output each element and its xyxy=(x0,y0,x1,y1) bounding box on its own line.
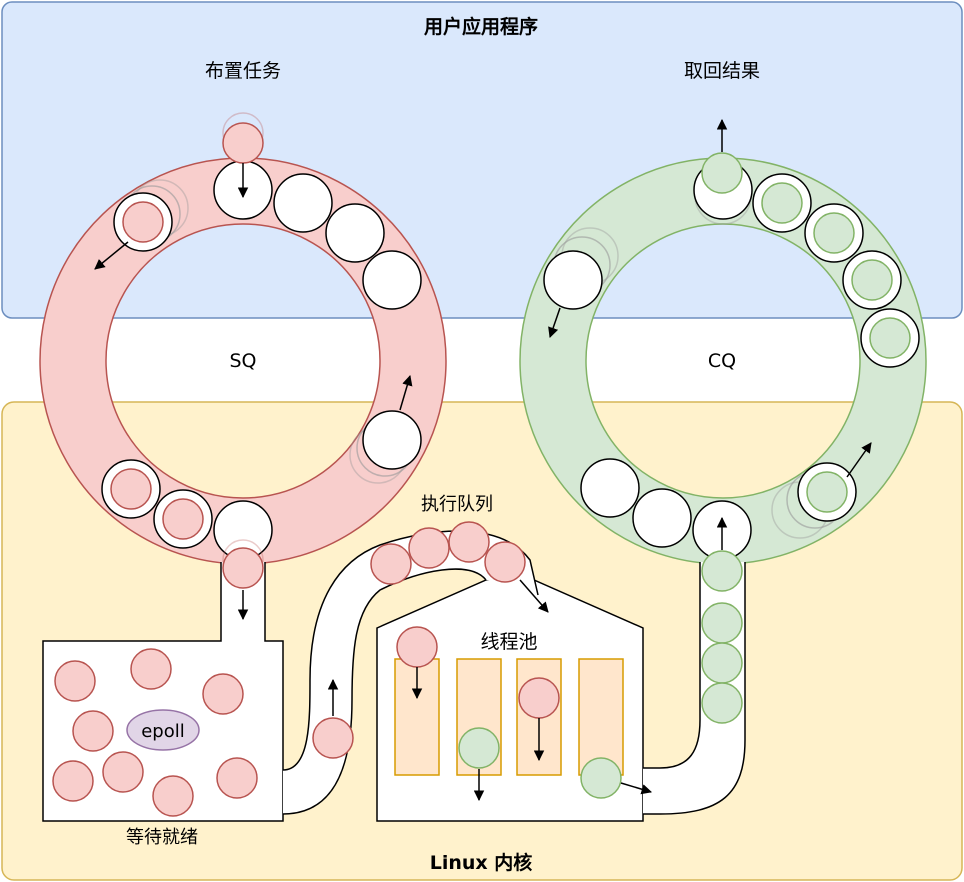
sq-entry xyxy=(162,498,204,540)
running-entry xyxy=(518,677,560,719)
sq-slot xyxy=(362,410,422,470)
waiting-entry xyxy=(216,757,258,799)
worker-thread xyxy=(394,658,440,776)
waiting-entry xyxy=(72,710,114,752)
cq-slot xyxy=(580,458,640,518)
cq-entry xyxy=(869,317,911,359)
done-entry xyxy=(580,757,622,799)
waiting-entry xyxy=(130,648,172,690)
waiting-entry xyxy=(102,751,144,793)
sq-entry xyxy=(110,468,152,510)
running-entry xyxy=(396,626,438,668)
epoll-label: epoll xyxy=(141,721,185,742)
sq-entry xyxy=(122,201,164,243)
waiting-label: 等待就绪 xyxy=(126,827,198,848)
cq-slot xyxy=(632,488,692,548)
waiting-entry xyxy=(52,760,94,802)
queued-entry xyxy=(484,541,526,583)
exec-queue-label: 执行队列 xyxy=(421,494,493,515)
queued-entry xyxy=(448,521,490,563)
epoll-badge xyxy=(126,709,200,751)
thread-pool-label: 线程池 xyxy=(480,631,537,653)
sq-slot xyxy=(325,203,385,263)
cq-entry xyxy=(851,259,893,301)
completed-entry xyxy=(701,642,743,684)
queued-entry xyxy=(408,527,450,569)
cq-entry xyxy=(813,212,855,254)
user-space-region xyxy=(1,1,963,319)
submitted-entry xyxy=(222,122,264,164)
cq-slot xyxy=(543,250,603,310)
done-entry xyxy=(458,727,500,769)
queued-entry xyxy=(370,543,412,585)
kernel-space-title: Linux 内核 xyxy=(430,851,533,874)
cq-label: CQ xyxy=(708,350,736,372)
completed-entry xyxy=(701,682,743,724)
completed-entry xyxy=(701,602,743,644)
consumed-entry xyxy=(222,547,264,589)
flow-arrows xyxy=(94,118,872,802)
cq-entry xyxy=(806,471,848,513)
wait-ready-box xyxy=(42,562,284,822)
waiting-entry xyxy=(54,660,96,702)
sq-slot xyxy=(362,250,422,310)
sq-slot xyxy=(273,173,333,233)
user-space-title: 用户应用程序 xyxy=(424,15,538,38)
waiting-entry xyxy=(152,775,194,817)
submit-task-label: 布置任务 xyxy=(205,60,281,82)
sq-label: SQ xyxy=(229,350,256,372)
waiting-entry xyxy=(202,673,244,715)
completed-entry xyxy=(701,550,743,592)
reaped-entry xyxy=(701,152,743,194)
cq-entry xyxy=(761,182,803,224)
queued-entry xyxy=(312,717,354,759)
worker-thread xyxy=(578,658,624,776)
reap-result-label: 取回结果 xyxy=(684,60,760,82)
